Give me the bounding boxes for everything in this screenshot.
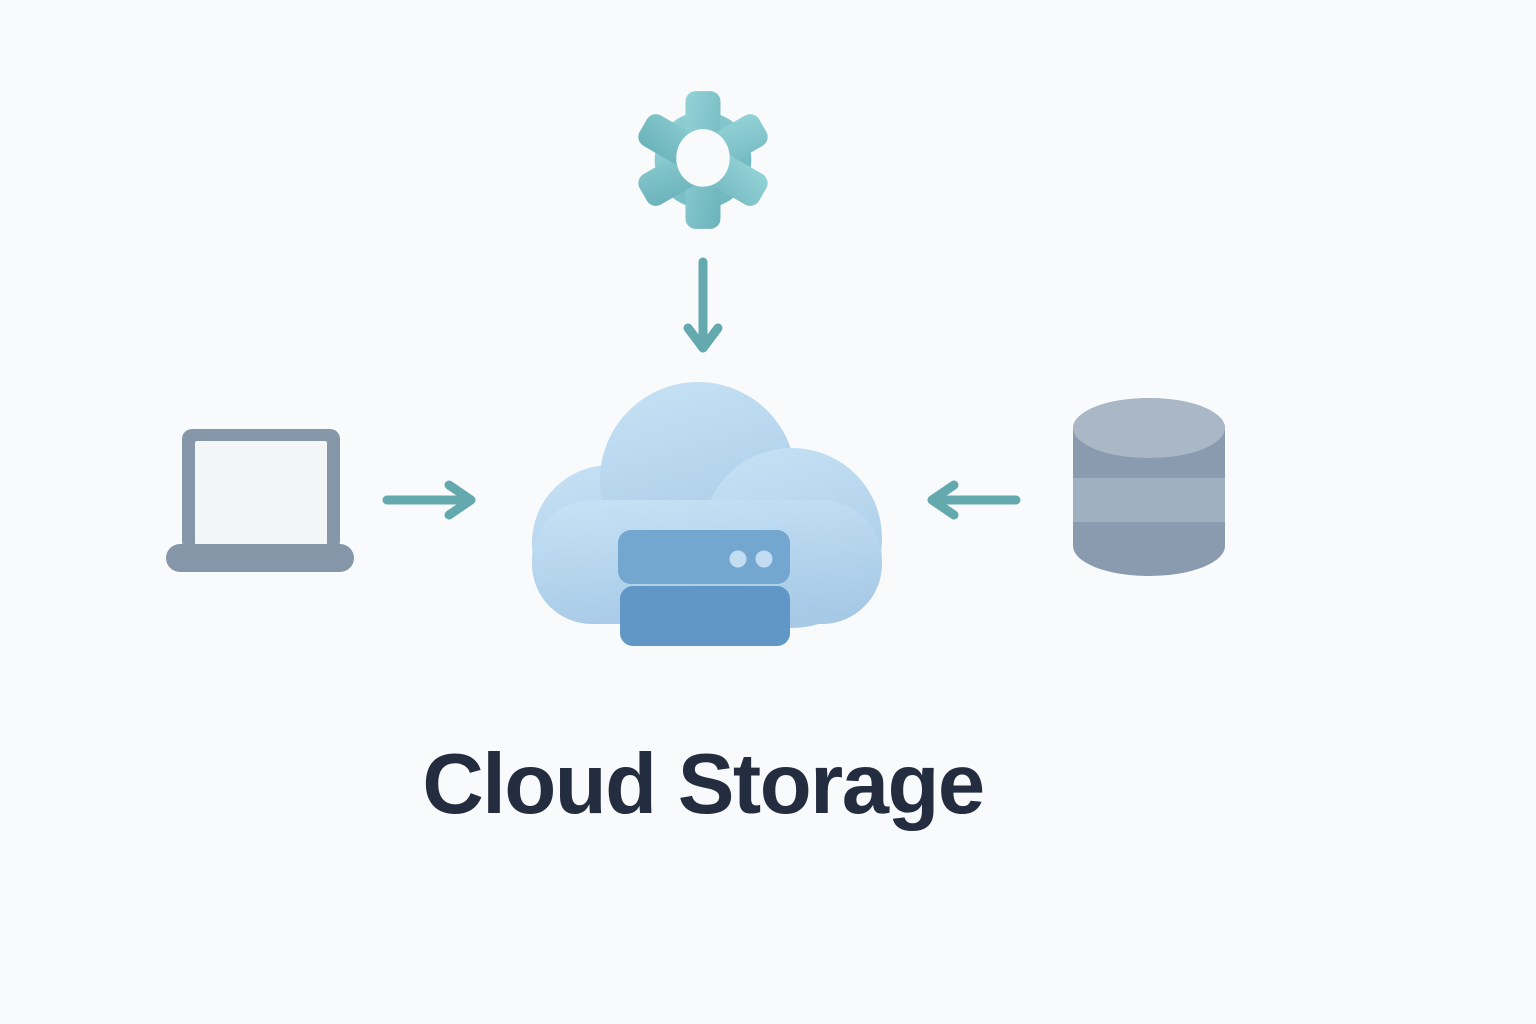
arrow-down-icon [681, 256, 725, 356]
laptop-icon [166, 427, 354, 573]
gear-icon [631, 88, 775, 232]
arrow-left-icon [920, 478, 1022, 522]
server-racks [618, 530, 790, 646]
diagram-title: Cloud Storage [422, 737, 985, 832]
database-icon [1073, 398, 1225, 576]
arrow-right-icon [381, 478, 483, 522]
cloud-server-icon [518, 378, 886, 650]
